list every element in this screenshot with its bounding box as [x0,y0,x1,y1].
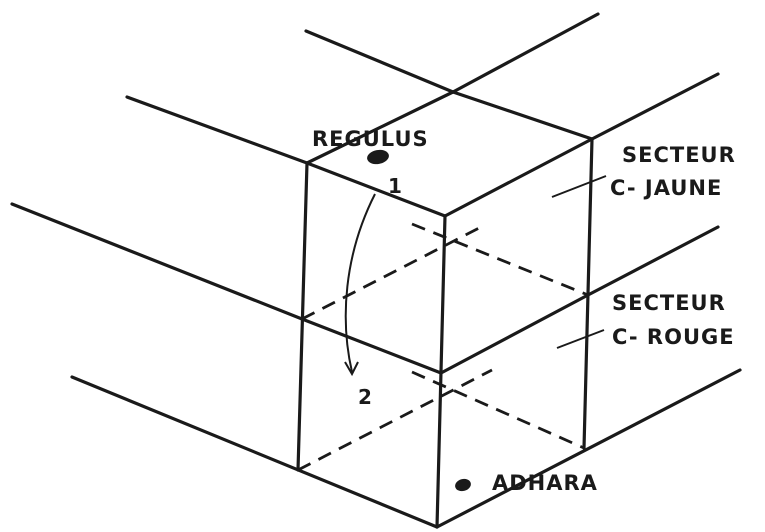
regulus-label: REGULUS [312,127,429,151]
edge-top-back-left [305,90,455,165]
sector-jaune-pointer [551,175,607,198]
grid-line-top-left [125,95,309,165]
edge-top-front-left [305,161,447,218]
grid-line-bottom-left [70,375,439,529]
edge-middle-front-left [300,317,443,375]
step-1-label: 1 [388,174,403,198]
edge-vertical-left [296,161,309,472]
edge-top-back-right [451,90,594,141]
grid-line-middle-left [10,202,304,321]
hidden-edge-middle-back-right [411,222,589,297]
grid-line-top-back-left [304,29,455,94]
edge-top-front-right [443,137,594,218]
hidden-edge-bottom-back-left [297,368,493,472]
regulus-star-dot [367,149,389,165]
sector-rouge-pointer [556,329,605,349]
transition-arrowhead [344,361,359,377]
step-2-label: 2 [358,385,373,409]
grid-line-top-right [590,72,720,141]
grid-line-top-back [451,12,600,94]
adhara-label: ADHARA [492,471,598,495]
transition-arrow [344,193,376,373]
hidden-edge-middle-back-left [301,223,486,321]
adhara-star-dot [455,478,471,492]
sector-jaune-label-line1: SECTEUR [622,143,736,167]
edge-middle-front-right [439,293,590,375]
sector-rouge-label-line2: C- ROUGE [612,325,735,349]
sector-rouge-label-line1: SECTEUR [612,291,726,315]
grid-line-bottom-right [435,368,742,529]
grid-line-middle-right [586,225,720,297]
sector-jaune-label-line2: C- JAUNE [610,176,722,200]
hidden-edge-bottom-back-right [411,370,585,450]
